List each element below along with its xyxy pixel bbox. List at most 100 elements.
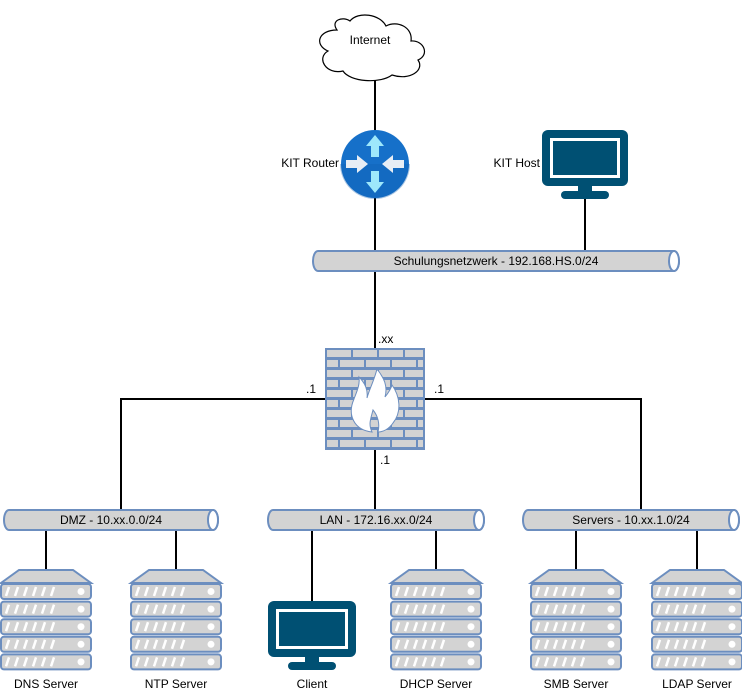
bus-dmz[interactable]: DMZ - 10.xx.0.0/24: [3, 509, 219, 531]
server-vent: [543, 657, 550, 667]
link-firewall-dmz: [120, 398, 325, 509]
server-vent: [579, 657, 586, 667]
server-led: [607, 658, 615, 666]
server-vent: [664, 604, 671, 614]
firewall-brick: [418, 420, 423, 427]
server-vent: [403, 639, 410, 650]
server-vent: [412, 586, 419, 597]
client-label: Client: [297, 677, 328, 691]
server-vent: [682, 586, 689, 597]
link-firewall-servers: [425, 398, 642, 509]
server-vent: [664, 639, 671, 650]
server-vent: [403, 657, 410, 667]
firewall-brick: [327, 420, 338, 427]
server-vent: [412, 604, 419, 614]
server-led: [207, 640, 215, 648]
server-vent: [394, 604, 401, 614]
server-vent: [40, 657, 47, 667]
server-vent: [143, 586, 150, 597]
server-vent: [534, 586, 541, 597]
server-vent: [700, 657, 707, 667]
server-led: [728, 588, 736, 595]
server-vent: [421, 586, 428, 597]
internet-cloud[interactable]: Internet: [319, 14, 426, 82]
server-vent: [143, 639, 150, 650]
server-label: DHCP Server: [400, 677, 472, 691]
server-vent: [170, 639, 177, 650]
server-vent: [430, 657, 437, 667]
server-vent: [161, 657, 168, 667]
server-top: [527, 569, 625, 584]
server-vent: [439, 604, 446, 614]
monitor-icon: [268, 601, 356, 670]
bus-servers[interactable]: Servers - 10.xx.1.0/24: [522, 509, 740, 531]
server-top: [0, 569, 95, 584]
server-vent: [700, 586, 707, 597]
firewall-brick: [327, 410, 351, 417]
server-vent: [543, 604, 550, 614]
bus-schulungsnetzwerk[interactable]: Schulungsnetzwerk - 192.168.HS.0/24: [312, 250, 680, 272]
server-vent: [534, 604, 541, 614]
server-vent: [439, 639, 446, 650]
connections: [45, 80, 698, 601]
server-vent: [4, 586, 11, 597]
firewall-brick: [418, 360, 423, 367]
server-led: [728, 658, 736, 666]
firewall-brick: [379, 430, 403, 437]
bus-label: DMZ - 10.xx.0.0/24: [60, 513, 162, 527]
server-vent: [152, 604, 159, 614]
server-vent: [31, 604, 38, 614]
server-vent: [552, 604, 559, 614]
server-vent: [134, 586, 141, 597]
server-vent: [40, 586, 47, 597]
server-vent: [412, 657, 419, 667]
server-vent: [40, 621, 47, 632]
server-vent: [655, 639, 662, 650]
server-vent: [31, 639, 38, 650]
server-vent: [22, 586, 29, 597]
server-vent: [403, 586, 410, 597]
server-vent: [403, 604, 410, 614]
server-vent: [394, 586, 401, 597]
bus-lan[interactable]: LAN - 172.16.xx.0/24: [267, 509, 485, 531]
server-vent: [143, 604, 150, 614]
firewall[interactable]: .xx .1 .1 .1: [306, 332, 444, 467]
server-vent: [152, 639, 159, 650]
server-vent: [134, 657, 141, 667]
server-led: [77, 623, 85, 631]
server-label: NTP Server: [145, 677, 207, 691]
server-vent: [394, 657, 401, 667]
server-vent: [430, 586, 437, 597]
router-icon: [340, 130, 410, 199]
smb-server[interactable]: SMB Server: [527, 569, 625, 691]
server-vent: [673, 621, 680, 632]
dhcp-server[interactable]: DHCP Server: [387, 569, 485, 691]
router-label: KIT Router: [281, 156, 339, 170]
server-led: [467, 605, 475, 613]
ntp-server[interactable]: NTP Server: [127, 569, 225, 691]
server-icon: [527, 569, 625, 671]
server-vent: [170, 586, 177, 597]
server-vent: [170, 657, 177, 667]
server-vent: [134, 639, 141, 650]
firewall-brick: [353, 370, 377, 377]
firewall-brick: [392, 360, 416, 367]
firewall-brick: [340, 360, 364, 367]
server-vent: [4, 621, 11, 632]
server-vent: [682, 621, 689, 632]
server-vent: [13, 621, 20, 632]
kit-host[interactable]: KIT Host: [494, 130, 628, 199]
server-icon: [0, 569, 95, 671]
client-node[interactable]: Client: [268, 601, 356, 691]
dns-server[interactable]: DNS Server: [0, 569, 95, 691]
server-vent: [682, 604, 689, 614]
server-led: [728, 623, 736, 631]
ldap-server[interactable]: LDAP Server: [648, 569, 742, 691]
server-vent: [700, 604, 707, 614]
server-vent: [421, 621, 428, 632]
kit-router[interactable]: KIT Router: [281, 130, 410, 199]
firewall-label-right: .1: [434, 382, 444, 396]
firewall-brick: [353, 430, 377, 437]
firewall-brick: [340, 420, 364, 427]
server-icon: [648, 569, 742, 671]
